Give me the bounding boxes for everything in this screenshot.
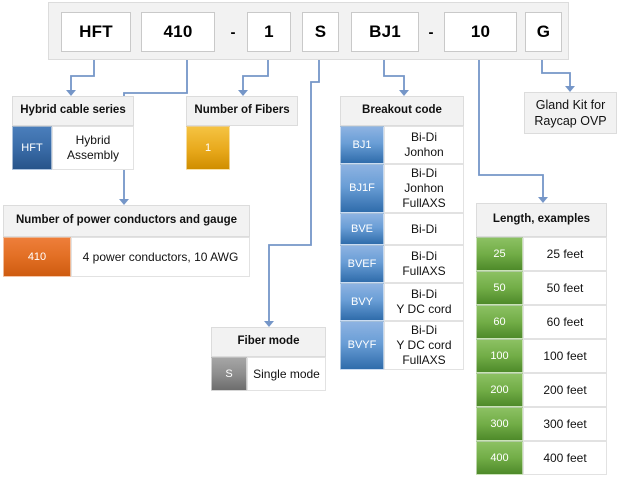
part-number-segment-length[interactable]: 10 (444, 12, 517, 52)
part-number-dash-1: - (230, 23, 236, 41)
code-cell-200[interactable]: 200 (476, 373, 523, 407)
code-cell-bj1[interactable]: BJ1 (340, 126, 384, 164)
code-cell-hft[interactable]: HFT (12, 126, 52, 170)
callout-title-fiber-count: Number of Fibers (186, 96, 298, 126)
description-cell: Single mode (247, 357, 326, 391)
connector-gland (541, 60, 575, 92)
code-cell-50[interactable]: 50 (476, 271, 523, 305)
code-cell-bvef[interactable]: BVEF (340, 245, 384, 283)
part-number-segment-gland-kit[interactable]: G (525, 12, 562, 52)
connector-fibers (238, 60, 269, 96)
part-number-segment-fibers[interactable]: 1 (247, 12, 291, 52)
callout-title-fiber-mode: Fiber mode (211, 327, 326, 357)
code-cell-300[interactable]: 300 (476, 407, 523, 441)
description-cell: 50 feet (523, 271, 607, 305)
part-number-segment-series[interactable]: HFT (61, 12, 131, 52)
callout-title-breakout: Breakout code (340, 96, 464, 126)
code-cell-s[interactable]: S (211, 357, 247, 391)
connector-breakout (383, 60, 409, 96)
description-cell: Bi-Di (384, 213, 464, 245)
description-cell: 300 feet (523, 407, 607, 441)
code-cell-400[interactable]: 400 (476, 441, 523, 475)
code-cell-410[interactable]: 410 (3, 237, 71, 277)
part-number-dash-2: - (428, 23, 434, 41)
description-cell: 4 power conductors, 10 AWG (71, 237, 250, 277)
callout-title-length: Length, examples (476, 203, 607, 237)
connector-series (66, 60, 95, 96)
code-cell-bj1f[interactable]: BJ1F (340, 164, 384, 213)
description-cell: 200 feet (523, 373, 607, 407)
code-cell-bvyf[interactable]: BVYF (340, 321, 384, 370)
description-cell: 400 feet (523, 441, 607, 475)
description-cell: 100 feet (523, 339, 607, 373)
part-number-segment-breakout[interactable]: BJ1 (351, 12, 419, 52)
code-cell-60[interactable]: 60 (476, 305, 523, 339)
part-number-segment-conductors[interactable]: 410 (141, 12, 215, 52)
code-cell-bve[interactable]: BVE (340, 213, 384, 245)
callout-title-hybrid-series: Hybrid cable series (12, 96, 134, 126)
table-row: 1 (186, 126, 298, 170)
code-cell-bvy[interactable]: BVY (340, 283, 384, 321)
code-cell-1[interactable]: 1 (186, 126, 230, 170)
description-cell: 25 feet (523, 237, 607, 271)
code-cell-100[interactable]: 100 (476, 339, 523, 373)
code-cell-25[interactable]: 25 (476, 237, 523, 271)
callout-title-power-conductors: Number of power conductors and gauge (3, 205, 250, 237)
description-cell: 60 feet (523, 305, 607, 339)
part-number-segment-fiber-mode[interactable]: S (302, 12, 339, 52)
